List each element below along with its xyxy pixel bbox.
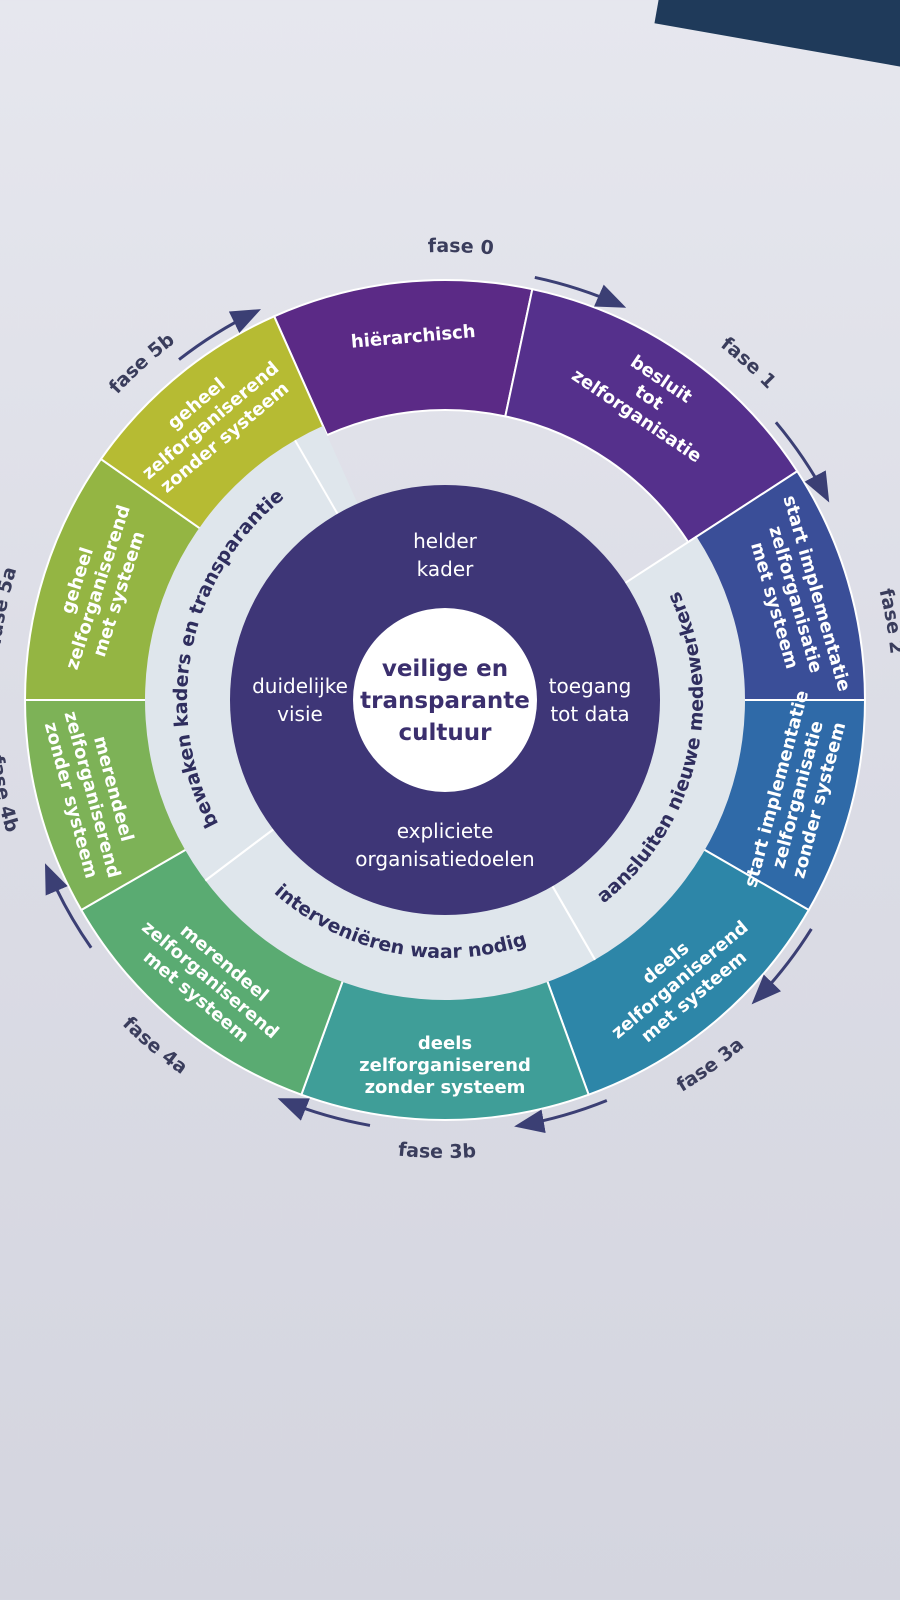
hub-label-data: tot data <box>550 702 629 726</box>
support-ring <box>145 425 746 1001</box>
center-label-line: cultuur <box>399 720 493 746</box>
phase-label: fase 3b <box>397 1139 476 1163</box>
cycle-arrow-icon <box>514 1099 608 1134</box>
hub-label-visie: visie <box>277 702 323 726</box>
hub-label-doelen: expliciete <box>397 819 494 843</box>
hub-label-kader: kader <box>417 557 474 581</box>
ring-divider <box>551 885 596 961</box>
segment-label-line: zonder systeem <box>365 1077 526 1098</box>
cycle-arrow-icon <box>751 928 813 1005</box>
cycle-arrow-icon <box>534 275 627 308</box>
ring-divider <box>204 828 274 882</box>
phase-label: fase 1 <box>717 333 781 393</box>
ring-divider <box>294 439 339 515</box>
segment-label-line: deels <box>418 1033 472 1054</box>
hub-label-doelen: organisatiedoelen <box>355 847 534 871</box>
ring-divider <box>624 535 698 584</box>
segment-label-line: zelforganiserend <box>359 1055 531 1076</box>
phase-label: fase 5a <box>0 564 21 646</box>
hub-label-data: toegang <box>549 674 632 698</box>
phase-label: fase 4b <box>0 754 23 835</box>
cycle-arrow-icon <box>44 863 93 949</box>
phase-label: fase 0 <box>428 235 495 260</box>
hub-label-kader: helder <box>413 529 478 553</box>
center-label-line: transparante <box>360 688 530 714</box>
cycle-arrow-icon <box>178 309 262 361</box>
center-circle <box>353 608 537 792</box>
cycle-arrow-icon <box>277 1098 371 1127</box>
cycle-arrow-icon <box>774 421 830 503</box>
hub-label-visie: duidelijke <box>252 674 348 698</box>
center-label-line: veilige en <box>382 656 508 682</box>
phase-label: fase 2 <box>875 586 900 655</box>
